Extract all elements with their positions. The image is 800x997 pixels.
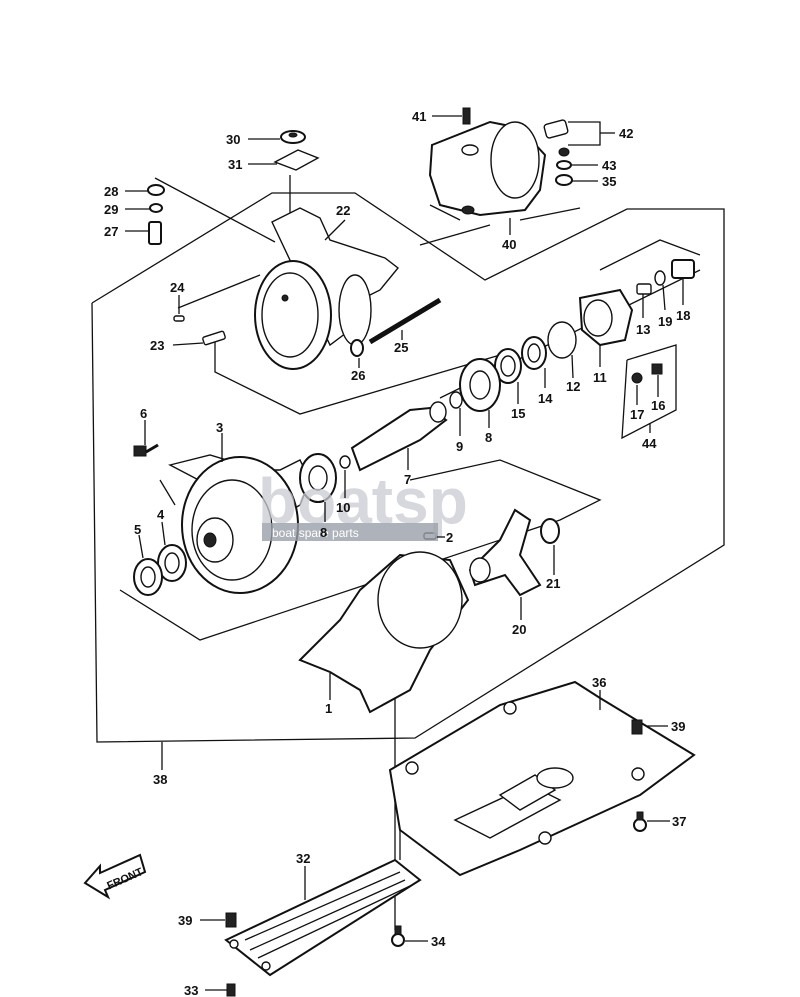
- part-36-ride-plate: [388, 680, 696, 877]
- label-22: 22: [336, 203, 350, 218]
- part-39-bolt-left: [225, 912, 237, 928]
- label-26: 26: [351, 368, 365, 383]
- part-9-washer: [449, 391, 463, 409]
- label-7: 7: [404, 472, 411, 487]
- watermark: boatsp boat spare parts: [258, 465, 468, 541]
- label-33: 33: [184, 983, 198, 997]
- label-14: 14: [538, 391, 553, 406]
- part-12-o-ring: [547, 321, 577, 359]
- label-8-upper: 8: [485, 430, 492, 445]
- part-24-pin: [173, 315, 185, 322]
- label-5: 5: [134, 522, 141, 537]
- part-8-bearing-lower: [299, 453, 337, 503]
- part-14-15-seals: [494, 336, 547, 384]
- part-28-29-27-fasteners: [147, 184, 165, 245]
- part-40-housing: [428, 120, 547, 217]
- part-6-bolt: [133, 443, 159, 457]
- label-1: 1: [325, 701, 332, 716]
- part-25-long-bolt: [368, 297, 442, 345]
- part-1-stator: [298, 551, 470, 714]
- label-29: 29: [104, 202, 118, 217]
- label-24: 24: [170, 280, 185, 295]
- label-10: 10: [336, 500, 350, 515]
- label-4: 4: [157, 507, 165, 522]
- part-16-17-screws: [631, 363, 663, 384]
- part-23-bolt: [202, 330, 226, 346]
- part-8-bearing-upper: [459, 358, 501, 412]
- label-15: 15: [511, 406, 525, 421]
- part-31-plate: [273, 149, 320, 171]
- label-39-left: 39: [178, 913, 192, 928]
- label-38: 38: [153, 772, 167, 787]
- part-26-washer: [350, 339, 364, 357]
- label-2: 2: [446, 530, 453, 545]
- label-12: 12: [566, 379, 580, 394]
- part-22-housing: [254, 207, 399, 370]
- label-23: 23: [150, 338, 164, 353]
- label-3: 3: [216, 420, 223, 435]
- label-43: 43: [602, 158, 616, 173]
- label-39-right: 39: [671, 719, 685, 734]
- leader-lines: [125, 115, 684, 991]
- label-6: 6: [140, 406, 147, 421]
- label-41: 41: [412, 109, 426, 124]
- label-18: 18: [676, 308, 690, 323]
- label-25: 25: [394, 340, 408, 355]
- part-3-pump-body: [168, 454, 311, 594]
- label-32: 32: [296, 851, 310, 866]
- label-42: 42: [619, 126, 633, 141]
- label-21: 21: [546, 576, 560, 591]
- part-number-labels: 30 31 28 29 27 22 24 23 25 26 41 40 42 4…: [104, 109, 690, 997]
- label-9: 9: [456, 439, 463, 454]
- label-44: 44: [642, 436, 657, 451]
- part-39-bolt-right: [631, 719, 643, 735]
- part-11-cover: [578, 288, 634, 347]
- watermark-tagline: boat spare parts: [272, 526, 359, 540]
- label-40: 40: [502, 237, 516, 252]
- label-13: 13: [636, 322, 650, 337]
- group-44-bracket: [621, 344, 677, 440]
- group-outline-38: [91, 192, 725, 743]
- label-35: 35: [602, 174, 616, 189]
- label-16: 16: [651, 398, 665, 413]
- label-37: 37: [672, 814, 686, 829]
- label-17: 17: [630, 407, 644, 422]
- part-33-bolt: [226, 983, 236, 997]
- part-7-shaft: [350, 401, 448, 472]
- part-21-ring: [540, 518, 560, 544]
- label-36: 36: [592, 675, 606, 690]
- part-20-impeller: [468, 508, 542, 597]
- part-32-intake-grate: [224, 858, 422, 977]
- label-27: 27: [104, 224, 118, 239]
- part-4-5-seals: [133, 544, 187, 596]
- part-37-bolt: [633, 811, 647, 832]
- part-30-nut: [280, 130, 306, 144]
- label-34: 34: [431, 934, 446, 949]
- part-42-43-35-fasteners: [543, 119, 573, 186]
- label-8-lower: 8: [320, 525, 327, 540]
- front-arrow-icon: FRONT: [83, 853, 147, 900]
- part-41-screw: [462, 107, 471, 125]
- label-20: 20: [512, 622, 526, 637]
- part-18-19-13-nozzle-parts: [636, 259, 695, 295]
- label-28: 28: [104, 184, 118, 199]
- label-19: 19: [658, 314, 672, 329]
- label-30: 30: [226, 132, 240, 147]
- label-31: 31: [228, 157, 242, 172]
- label-11: 11: [593, 370, 607, 385]
- part-34-bolt: [391, 925, 405, 947]
- part-10-washer: [339, 455, 351, 469]
